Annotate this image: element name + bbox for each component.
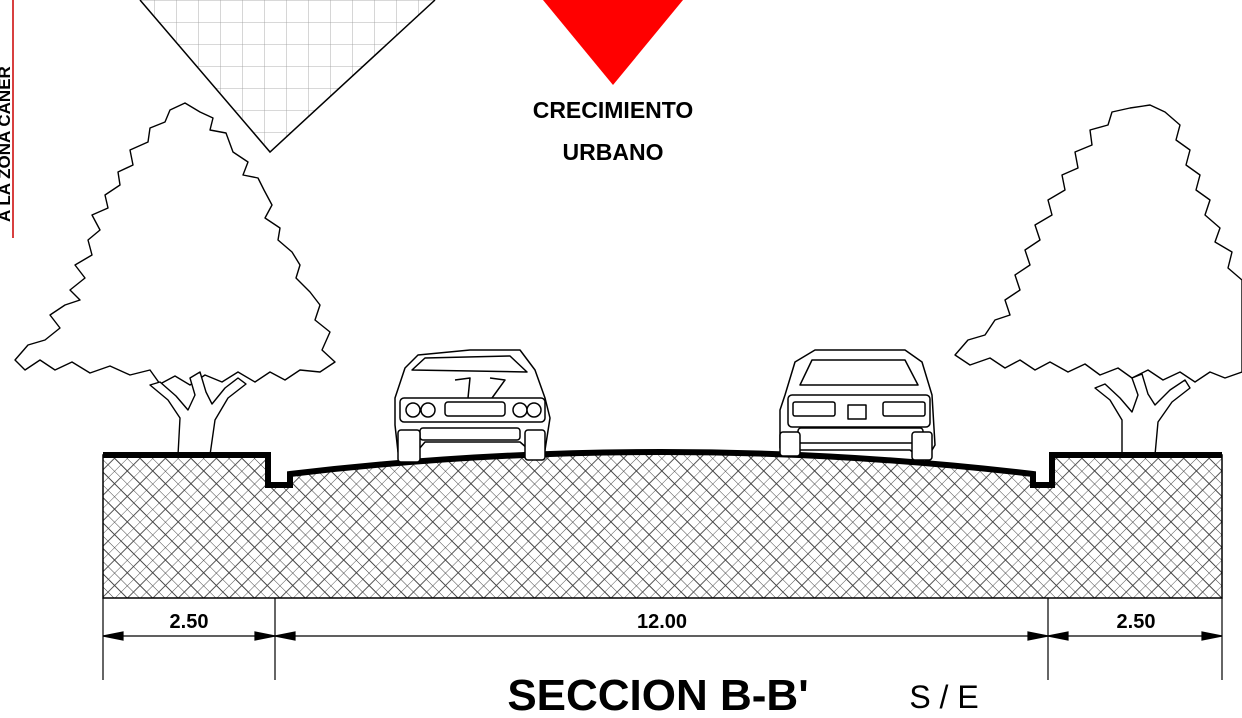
- right-car-icon: [779, 349, 936, 463]
- arrow-label-line2: URBANO: [563, 139, 664, 165]
- side-vertical-label: A LA ZONA CAÑER: [0, 66, 14, 222]
- dim-right-label: 2.50: [1117, 611, 1156, 633]
- dim-road-label: 12.00: [637, 611, 687, 633]
- growth-arrow: [543, 0, 683, 85]
- scale-label: S / E: [909, 679, 978, 715]
- road-cross-section: [102, 449, 1223, 599]
- dim-left-label: 2.50: [170, 611, 209, 633]
- left-car-icon: [394, 349, 551, 463]
- right-tree-icon: [954, 104, 1242, 456]
- dimension-lines: [102, 598, 1223, 680]
- arrow-label-line1: CRECIMIENTO: [533, 97, 694, 123]
- section-title: SECCION B-B': [507, 671, 808, 718]
- left-tree-icon: [14, 102, 336, 456]
